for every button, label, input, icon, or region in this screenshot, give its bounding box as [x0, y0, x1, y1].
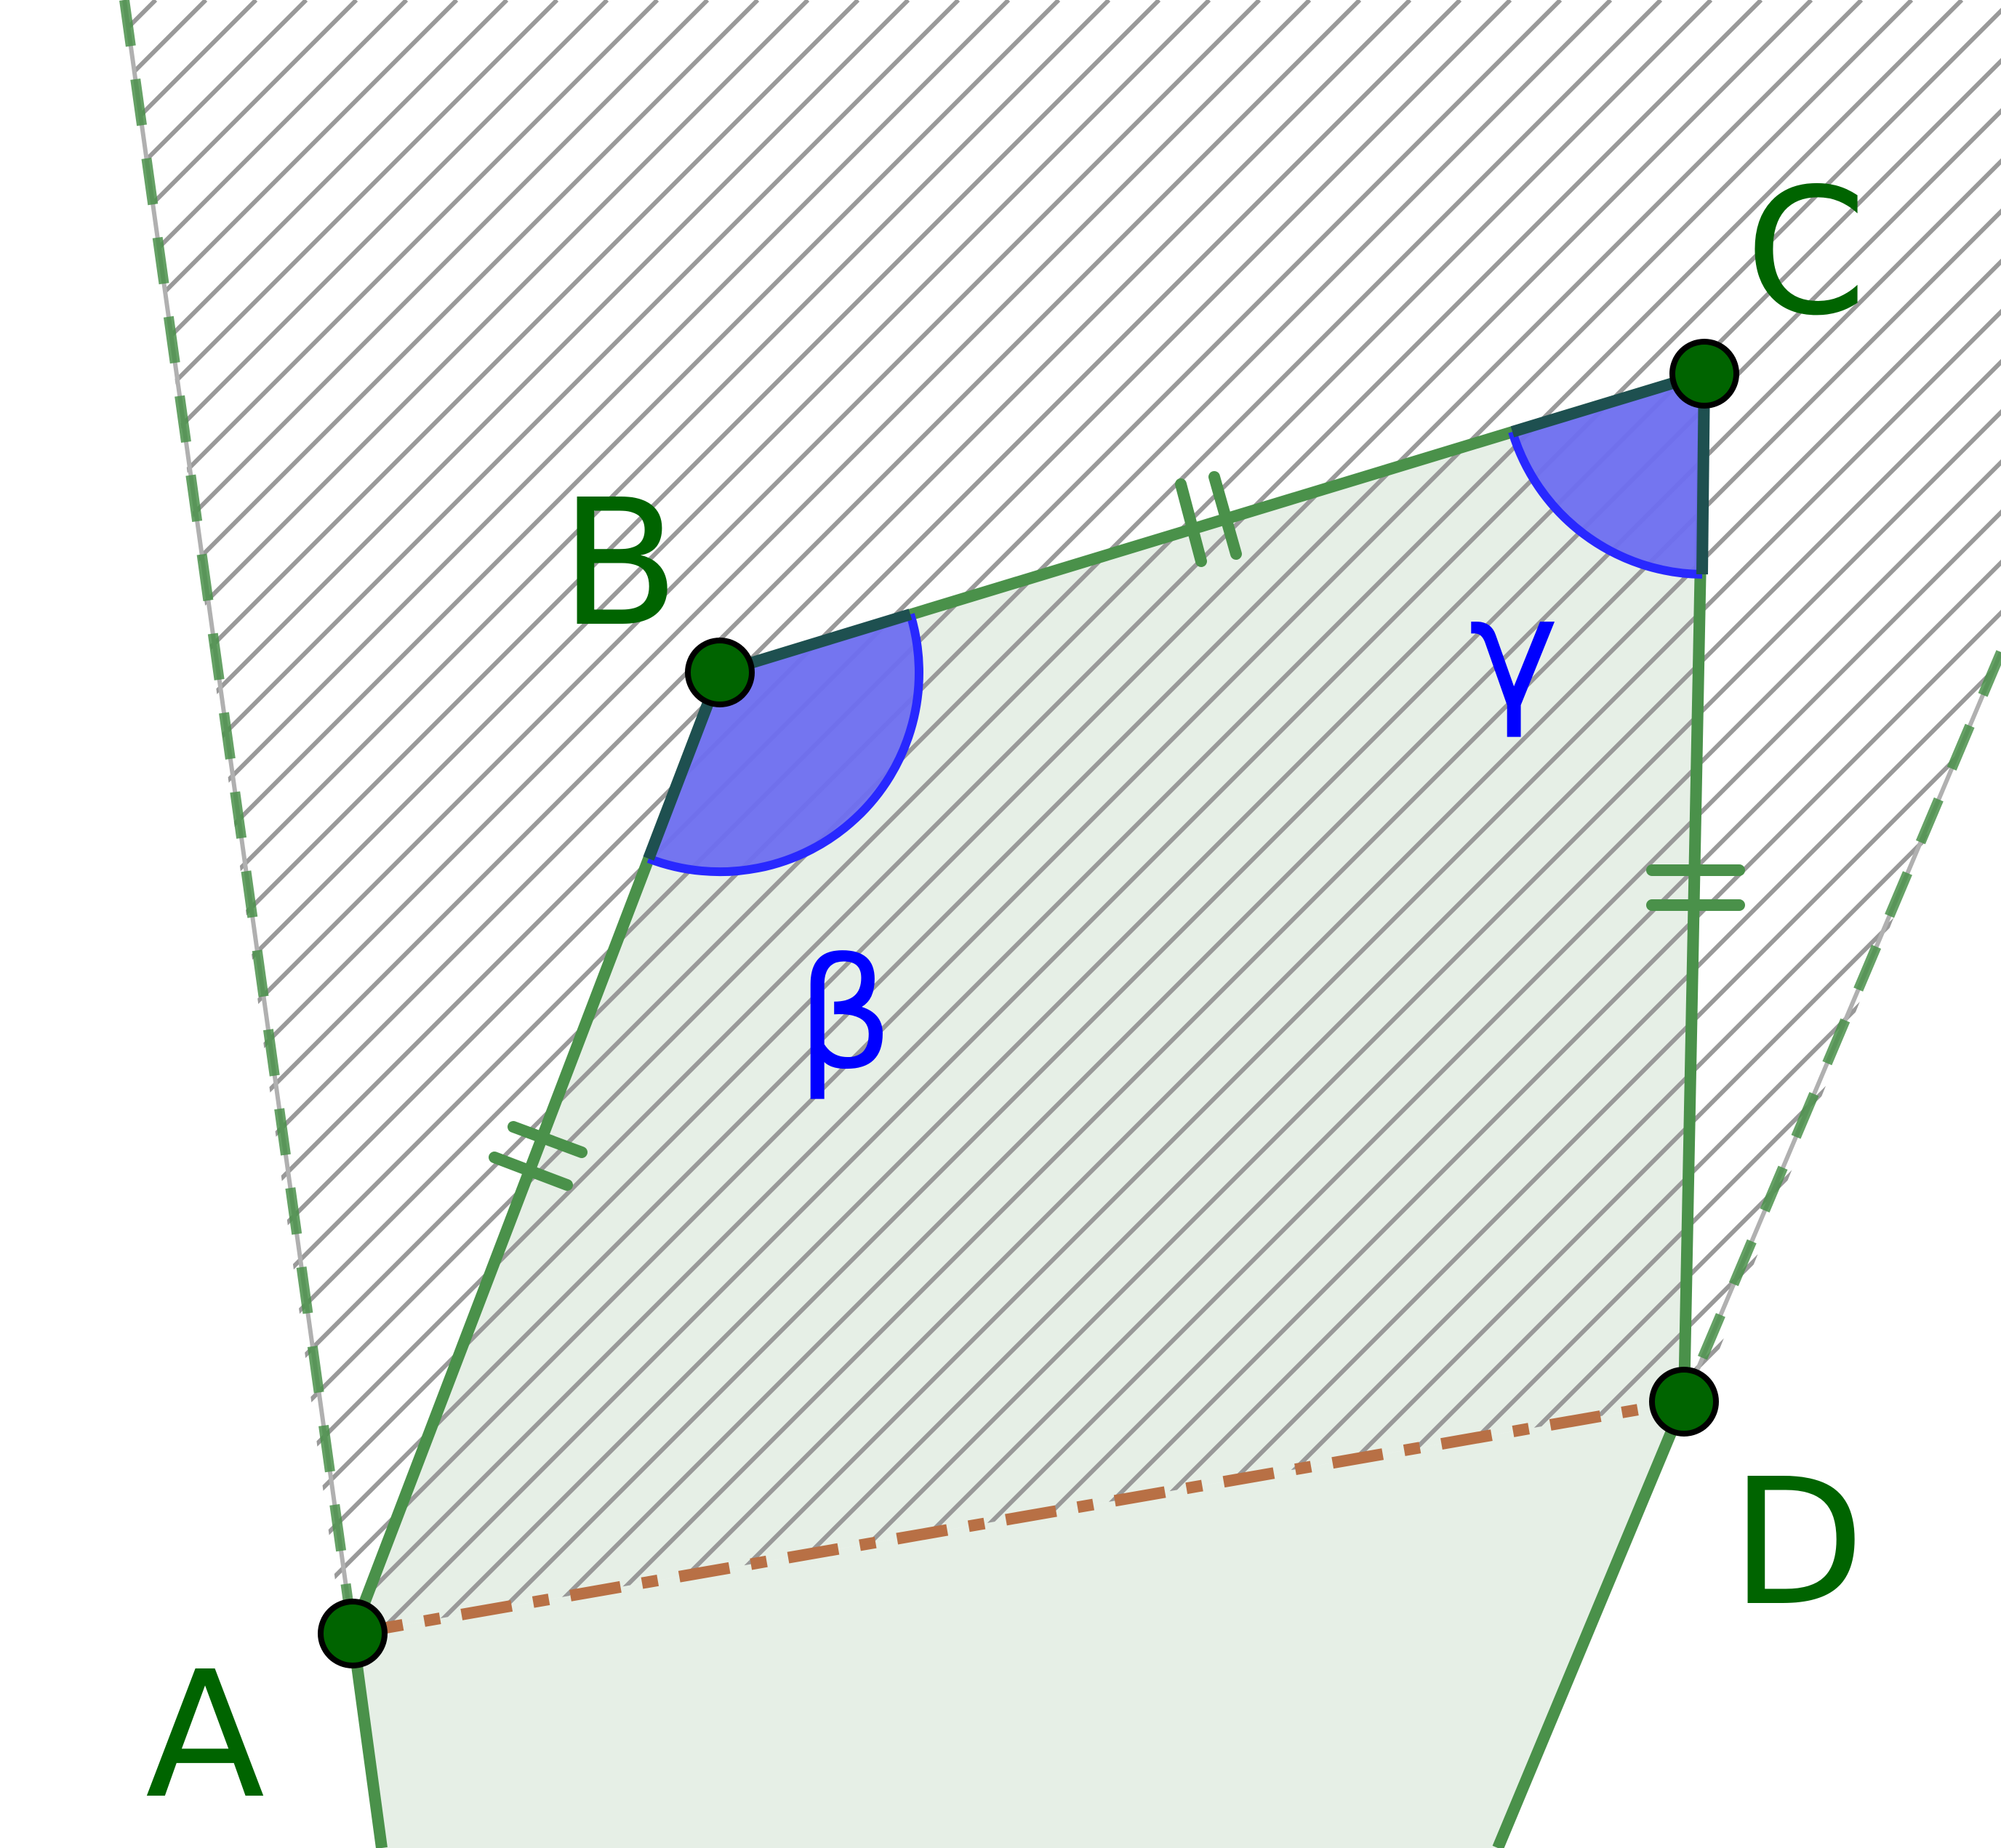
- hatch-line: [124, 0, 1362, 1634]
- hatch-line: [270, 0, 2001, 1634]
- hatch-line: [124, 0, 1663, 1634]
- segment-d-lower: [1492, 1399, 1690, 1848]
- segment-a-lower: [347, 1632, 388, 1848]
- tick-marks-ab: [489, 1121, 588, 1191]
- label-gamma: γ: [1469, 563, 1559, 742]
- angle-beta-sector: [649, 614, 919, 872]
- hatch-line: [124, 0, 158, 1634]
- hatch-line: [169, 0, 2001, 1634]
- point-c[interactable]: [1669, 339, 1739, 409]
- hatch-line: [124, 0, 961, 1634]
- hatch-line: [124, 0, 1412, 1634]
- hatch-line: [124, 0, 1512, 1634]
- hatch-line: [124, 0, 710, 1634]
- hatch-line: [124, 0, 1011, 1634]
- hatch-line: [124, 0, 1262, 1634]
- tick-marks-bc: [1175, 471, 1242, 567]
- hatch-line: [124, 0, 308, 1634]
- hatch-line: [1976, 0, 2001, 1634]
- hatch-line: [124, 0, 1061, 1634]
- label-b: B: [560, 462, 680, 665]
- tick-marks-cd: [1646, 864, 1745, 911]
- hatch-line: [124, 0, 760, 1634]
- label-d: D: [1731, 1441, 1865, 1644]
- hatch-line: [124, 0, 2001, 1634]
- hatch-line: [0, 0, 55, 1848]
- point-a[interactable]: [318, 1599, 388, 1668]
- hatch-line: [320, 0, 2001, 1634]
- hatch-line: [124, 0, 860, 1634]
- hatch-line: [124, 0, 1964, 1634]
- angle-gamma-arc: [1508, 430, 1703, 579]
- hatch-line: [124, 0, 208, 1634]
- hatch-line: [124, 0, 1312, 1634]
- hatch-line: [0, 0, 105, 1848]
- hatch-line: [1925, 0, 2001, 1634]
- point-b[interactable]: [685, 638, 755, 707]
- segment-a-d-dashdot: [351, 1396, 1685, 1639]
- dashed-line-right: [1679, 650, 2001, 1404]
- label-a: A: [145, 1634, 265, 1837]
- hatch-line: [124, 0, 1462, 1634]
- hatch-line: [220, 0, 2001, 1634]
- hatch-line: [124, 0, 910, 1634]
- hatch-line: [124, 0, 659, 1634]
- label-c: C: [1745, 150, 1867, 354]
- hatch-line: [0, 0, 5, 1848]
- hatch-line: [124, 0, 509, 1634]
- hatch-line: [124, 0, 1914, 1634]
- angle-beta-arc: [646, 613, 923, 877]
- hatch-line: [124, 0, 609, 1634]
- region-lower-strip: [353, 1402, 1684, 1848]
- label-beta: β: [796, 925, 894, 1104]
- hatch-line: [124, 0, 258, 1634]
- dashed-line-left: [119, 0, 358, 1634]
- hatch-line: [124, 0, 1211, 1634]
- hatch-line: [124, 0, 810, 1634]
- hatch-line: [124, 0, 559, 1634]
- point-d[interactable]: [1649, 1367, 1719, 1437]
- hatch-line: [124, 0, 1613, 1634]
- angle-gamma-sector: [1512, 374, 1704, 574]
